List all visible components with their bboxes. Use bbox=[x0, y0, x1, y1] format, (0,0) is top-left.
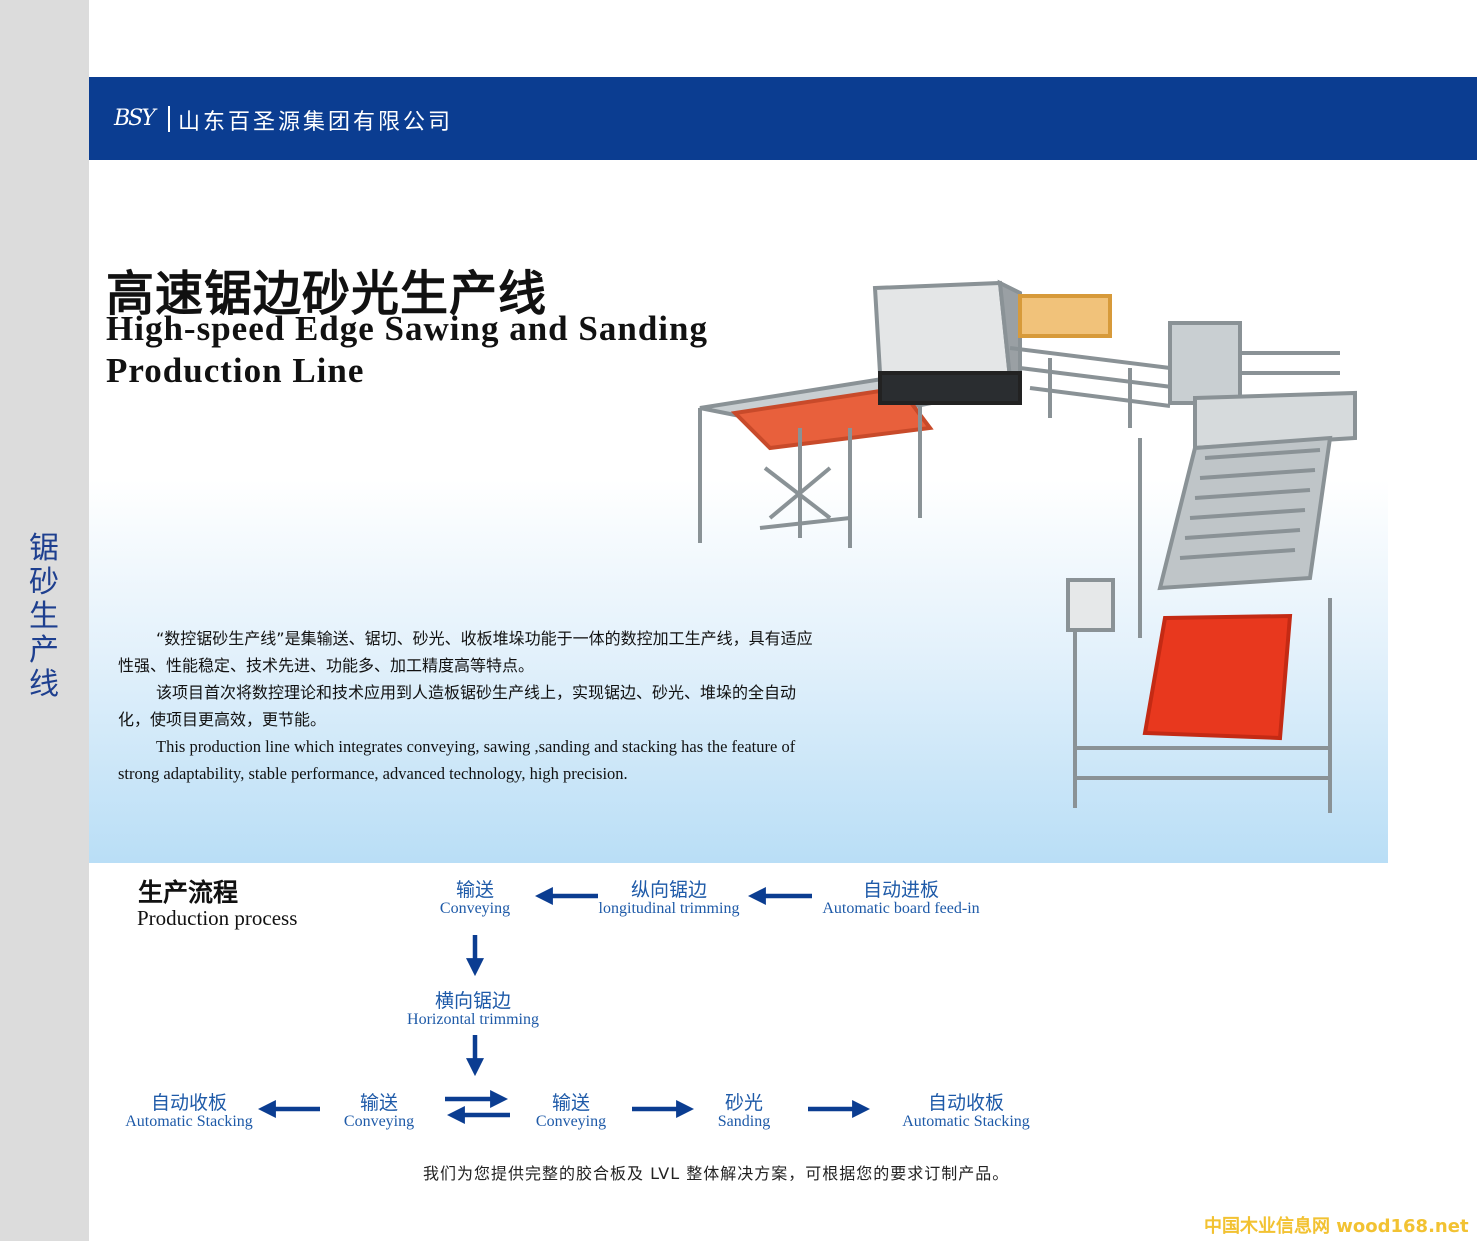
step-label-en: Conveying bbox=[343, 1113, 415, 1130]
description-paragraph-1: “数控锯砂生产线”是集输送、锯切、砂光、收板堆垛功能于一体的数控加工生产线，具有… bbox=[118, 629, 813, 675]
step-label-en: Horizontal trimming bbox=[407, 1011, 539, 1028]
production-line-machine-image bbox=[698, 279, 1357, 813]
step-label-en: Conveying bbox=[535, 1113, 607, 1130]
step-label-cn: 自动进板 bbox=[862, 879, 939, 901]
step-label-cn: 自动收板 bbox=[927, 1092, 1004, 1114]
step-label-cn: 纵向锯边 bbox=[630, 879, 708, 901]
logo-text: BSY bbox=[114, 106, 156, 131]
header-divider bbox=[168, 106, 170, 132]
process-title-cn: 生产流程 bbox=[138, 878, 239, 907]
process-title-en: Production process bbox=[137, 906, 298, 930]
step-conveying-left: 输送 Conveying bbox=[344, 1092, 414, 1130]
step-label-cn: 输送 bbox=[551, 1092, 590, 1114]
step-label-en: Automatic Stacking bbox=[902, 1113, 1030, 1130]
header-band bbox=[89, 77, 1477, 160]
step-label-cn: 横向锯边 bbox=[434, 990, 512, 1012]
step-label-cn: 自动收板 bbox=[150, 1092, 227, 1114]
step-conveying-right: 输送 Conveying bbox=[536, 1092, 606, 1130]
step-conveying-1: 输送 Conveying bbox=[440, 879, 510, 917]
sidebar: 锯砂生产线 bbox=[0, 0, 89, 1241]
page-title-en: High-speed Edge Sawing and Sanding Produ… bbox=[106, 309, 708, 390]
description-paragraph-2: 该项目首次将数控理论和技术应用到人造板锯砂生产线上，实现锯边、砂光、堆垛的全自动… bbox=[118, 683, 797, 729]
sidebar-label: 锯砂生产线 bbox=[29, 531, 59, 702]
company-logo: BSY bbox=[114, 106, 164, 134]
step-label-en: Automatic board feed-in bbox=[822, 900, 980, 917]
step-label-en: Sanding bbox=[717, 1113, 771, 1130]
description: “数控锯砂生产线”是集输送、锯切、砂光、收板堆垛功能于一体的数控加工生产线，具有… bbox=[118, 625, 818, 787]
step-automatic-stacking-left: 自动收板 Automatic Stacking bbox=[125, 1092, 253, 1130]
step-label-cn: 输送 bbox=[455, 879, 494, 901]
watermark: 中国木业信息网 wood168.net bbox=[1204, 1216, 1469, 1237]
step-label-en: longitudinal trimming bbox=[598, 900, 740, 917]
page-title-cn: 高速锯边砂光生产线 bbox=[106, 266, 548, 322]
step-sanding: 砂光 Sanding bbox=[718, 1092, 770, 1130]
footer-note: 我们为您提供完整的胶合板及 LVL 整体解决方案，可根据您的要求订制产品。 bbox=[423, 1164, 1010, 1183]
step-horizontal-trimming: 横向锯边 Horizontal trimming bbox=[407, 990, 539, 1028]
description-paragraph-3: This production line which integrates co… bbox=[118, 737, 796, 783]
step-label-cn: 输送 bbox=[359, 1092, 398, 1114]
step-label-en: Conveying bbox=[439, 900, 511, 917]
company-name: 山东百圣源集团有限公司 bbox=[178, 110, 454, 135]
step-automatic-stacking-right: 自动收板 Automatic Stacking bbox=[902, 1092, 1030, 1130]
step-longitudinal-trimming: 纵向锯边 longitudinal trimming bbox=[599, 879, 740, 917]
step-label-cn: 砂光 bbox=[724, 1092, 764, 1114]
step-automatic-feed-in: 自动进板 Automatic board feed-in bbox=[822, 879, 979, 917]
step-label-en: Automatic Stacking bbox=[125, 1113, 253, 1130]
